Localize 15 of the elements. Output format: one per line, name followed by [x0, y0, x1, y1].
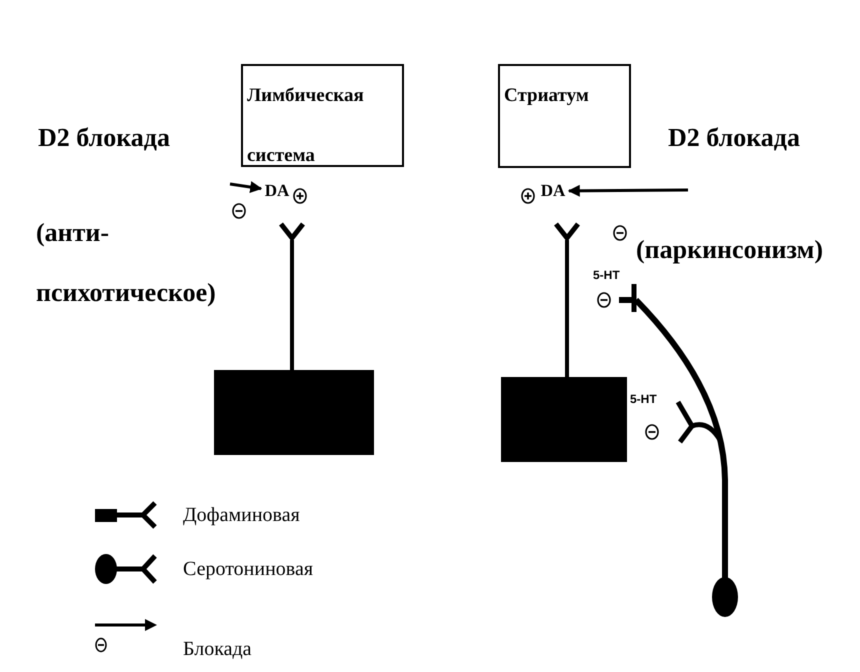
legend-text: Дофаминовая [183, 503, 300, 528]
serotonin-label: 5-HT [630, 391, 657, 408]
brain-region-box: Стриатум [498, 64, 631, 168]
ligand-label: DA [537, 180, 569, 202]
ligand-label: DA [261, 180, 293, 202]
legend-text: Серотониновая [183, 557, 314, 582]
effect-label: (паркинсонизм) [636, 234, 823, 266]
serotonin-label: 5-HT [593, 267, 620, 284]
blockade-arrow [568, 184, 688, 197]
blockade-arrow [230, 181, 262, 193]
heading-label: D2 блокада [38, 122, 170, 154]
heading-label: D2 блокада [668, 122, 800, 154]
brain-region-box: Лимбическая система [241, 64, 404, 167]
effect-label: (анти- психотическое) [36, 217, 217, 309]
legend-text: Блокада [183, 637, 252, 662]
